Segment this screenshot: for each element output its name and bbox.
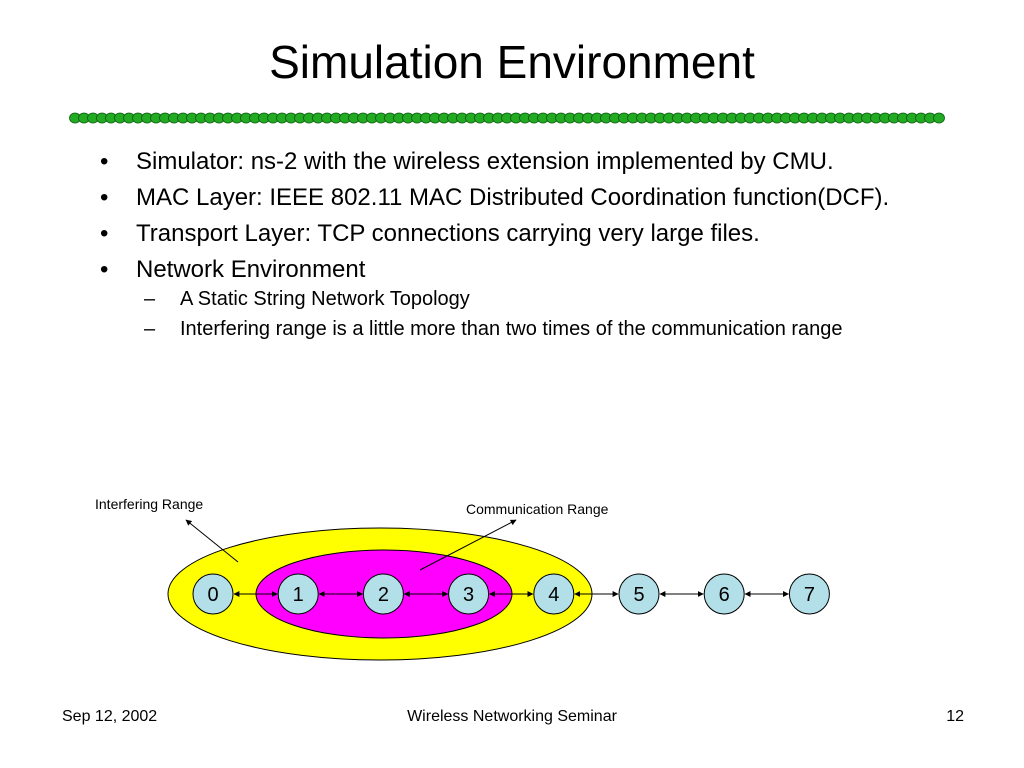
bullet-text: MAC Layer: IEEE 802.11 MAC Distributed C… [136, 184, 890, 211]
node-label: 6 [719, 584, 730, 606]
bullet-marker: • [100, 184, 109, 211]
node-2: 2 [362, 573, 404, 615]
sub-bullet-text: Interfering range is a little more than … [180, 318, 843, 340]
page-number: 12 [946, 708, 964, 725]
interfering-range-pointer [185, 519, 239, 563]
node-label: 0 [207, 584, 218, 606]
network-topology-diagram: 0 1 2 3 4 5 6 7 [167, 519, 830, 661]
node-circle [703, 573, 745, 615]
sub-bullet-text: A Static String Network Topology [180, 288, 470, 310]
node-circle [448, 573, 490, 615]
node-1: 1 [277, 573, 319, 615]
bullet-text: Network Environment [136, 256, 366, 283]
footer-date: Sep 12, 2002 [62, 708, 158, 725]
node-label: 3 [463, 584, 474, 606]
node-circle [277, 573, 319, 615]
footer-title: Wireless Networking Seminar [407, 708, 617, 725]
node-circle [362, 573, 404, 615]
bead-divider [69, 112, 945, 124]
node-7: 7 [788, 573, 830, 615]
node-label: 5 [633, 584, 644, 606]
node-label: 7 [804, 584, 815, 606]
node-label: 1 [293, 584, 304, 606]
sub-bullet-item: – Interfering range is a little more tha… [100, 317, 920, 341]
communication-range-label: Communication Range [466, 501, 609, 517]
node-5: 5 [618, 573, 660, 615]
node-label: 2 [378, 584, 389, 606]
communication-range-pointer [419, 519, 517, 571]
bullet-text: Transport Layer: TCP connections carryin… [136, 220, 760, 247]
bead [933, 112, 945, 124]
bullet-item: • Transport Layer: TCP connections carry… [100, 220, 920, 247]
node-circle [533, 573, 575, 615]
node-6: 6 [703, 573, 745, 615]
node-3: 3 [448, 573, 490, 615]
bullet-item: • MAC Layer: IEEE 802.11 MAC Distributed… [100, 184, 920, 211]
bullet-item: • Simulator: ns-2 with the wireless exte… [100, 148, 920, 175]
sub-bullet-item: – A Static String Network Topology [100, 287, 920, 311]
node-circle [618, 573, 660, 615]
bullet-list: • Simulator: ns-2 with the wireless exte… [100, 148, 920, 347]
sub-bullet-marker: – [144, 288, 156, 310]
node-label: 4 [548, 584, 559, 606]
bullet-marker: • [100, 256, 109, 283]
node-0: 0 [192, 573, 234, 615]
bullet-item: • Network Environment [100, 256, 920, 283]
sub-bullet-marker: – [144, 318, 156, 340]
node-circle [192, 573, 234, 615]
slide-title: Simulation Environment [269, 36, 755, 88]
bullet-text: Simulator: ns-2 with the wireless extens… [136, 148, 834, 175]
bullet-marker: • [100, 148, 109, 175]
node-4: 4 [533, 573, 575, 615]
bullet-marker: • [100, 220, 109, 247]
node-circle [788, 573, 830, 615]
interfering-range-label: Interfering Range [95, 496, 204, 512]
